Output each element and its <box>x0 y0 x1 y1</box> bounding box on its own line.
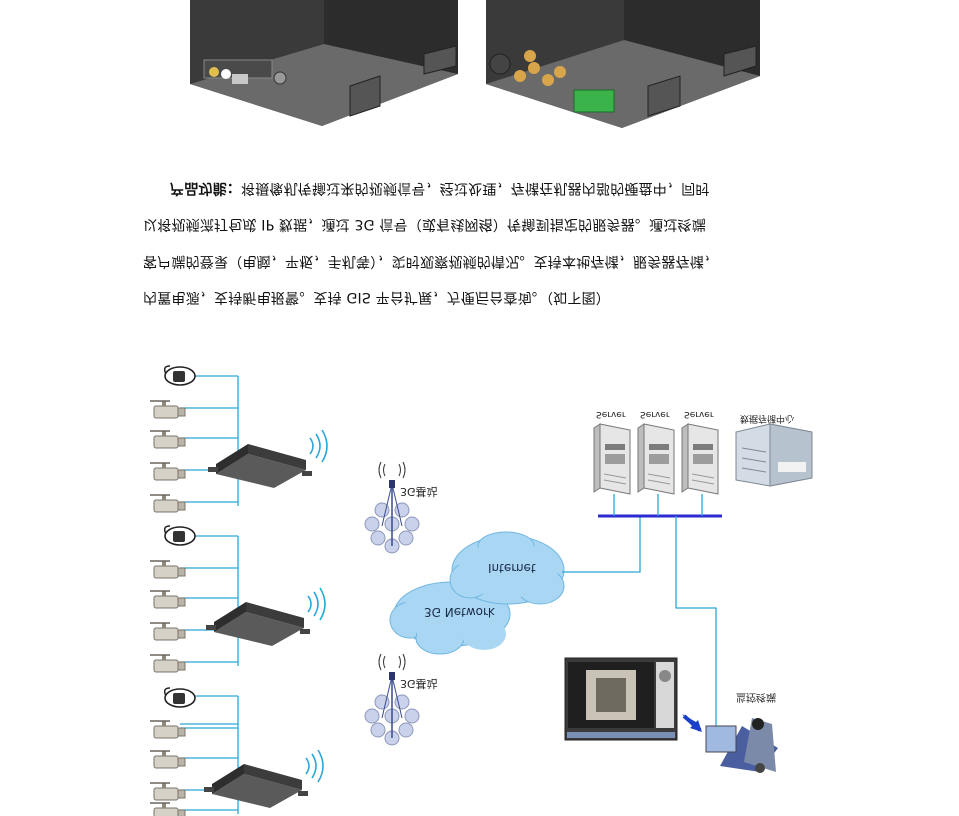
server-2: Server <box>637 409 675 495</box>
server-icon <box>593 423 631 495</box>
base-station-2: 3G基站 <box>364 461 438 554</box>
camera-icon <box>149 720 186 739</box>
camera-icon <box>149 750 186 769</box>
wireless-signal-icon <box>305 749 324 783</box>
product-photo-front <box>190 0 458 126</box>
text-line-1: 产品功能：将摄像机传输过来的视频信号，经过处理，存储在机器内部的硬盘中，同时 <box>170 179 815 199</box>
monitor-screen <box>564 657 678 741</box>
monitor-client-label: 监控终端 <box>736 691 776 704</box>
data-center: 数据存储中心 <box>735 413 813 487</box>
server-2-label: Server <box>640 409 670 419</box>
camera-group-3 <box>149 365 328 513</box>
server-1-label: Server <box>596 409 626 419</box>
camera-icon <box>149 494 186 513</box>
text-line-2: 以将视频流打包成 IP 数据，通过 3G 信号（或有线网络）传输到指定的服务器。… <box>143 216 706 232</box>
text-line-4: 内置电源，支持断电报警。支持 GIS 平台扩展，方便后台查询。（如下图） <box>143 289 610 305</box>
cloud-3g-label: 3G Network <box>424 605 495 619</box>
wireless-signal-icon <box>309 429 328 463</box>
phone-icon <box>163 365 196 386</box>
server-icon <box>681 423 719 495</box>
phone-icon <box>163 687 196 708</box>
camera-icon <box>149 654 186 673</box>
base-station-1-label: 3G基站 <box>400 677 438 691</box>
data-center-label: 数据存储中心 <box>740 413 794 425</box>
wireless-signal-icon <box>307 587 326 621</box>
base-station-2-label: 3G基站 <box>400 485 438 499</box>
camera-icon <box>149 590 186 609</box>
cloud-internet: Internet <box>449 531 565 605</box>
camera-icon <box>149 430 186 449</box>
server-3: Server <box>681 409 719 495</box>
video-recorder-icon <box>208 444 312 488</box>
cloud-internet-label: Internet <box>488 561 536 575</box>
monitor-client: 监控终端 <box>705 691 778 773</box>
camera-icon <box>149 462 186 481</box>
product-function-text: 将摄像机传输过来的视频信号，经过处理，存储在机器内部的硬盘中，同时 <box>241 180 710 196</box>
camera-group-2 <box>149 525 326 673</box>
cell-tower-icon <box>364 461 420 554</box>
camera-icon <box>149 560 186 579</box>
base-station-1: 3G基站 <box>364 653 438 746</box>
camera-icon <box>149 400 186 419</box>
product-photo-back <box>486 0 760 128</box>
camera-icon <box>149 782 186 801</box>
product-function-heading: 产品功能： <box>170 180 241 196</box>
text-line-3: 客户端的登录（电脑，平板，手机等），实时观察视频的情况。支持本地存储，服务器存储… <box>143 253 719 269</box>
cell-tower-icon <box>364 653 420 746</box>
server-3-label: Server <box>684 409 714 419</box>
phone-icon <box>163 525 196 546</box>
camera-group-1 <box>149 687 324 816</box>
camera-icon <box>149 802 186 816</box>
video-recorder-icon <box>204 764 308 808</box>
server-icon <box>637 423 675 495</box>
server-1: Server <box>593 409 631 495</box>
backbone-links <box>562 494 722 738</box>
camera-icon <box>149 622 186 641</box>
video-recorder-icon <box>206 602 310 646</box>
